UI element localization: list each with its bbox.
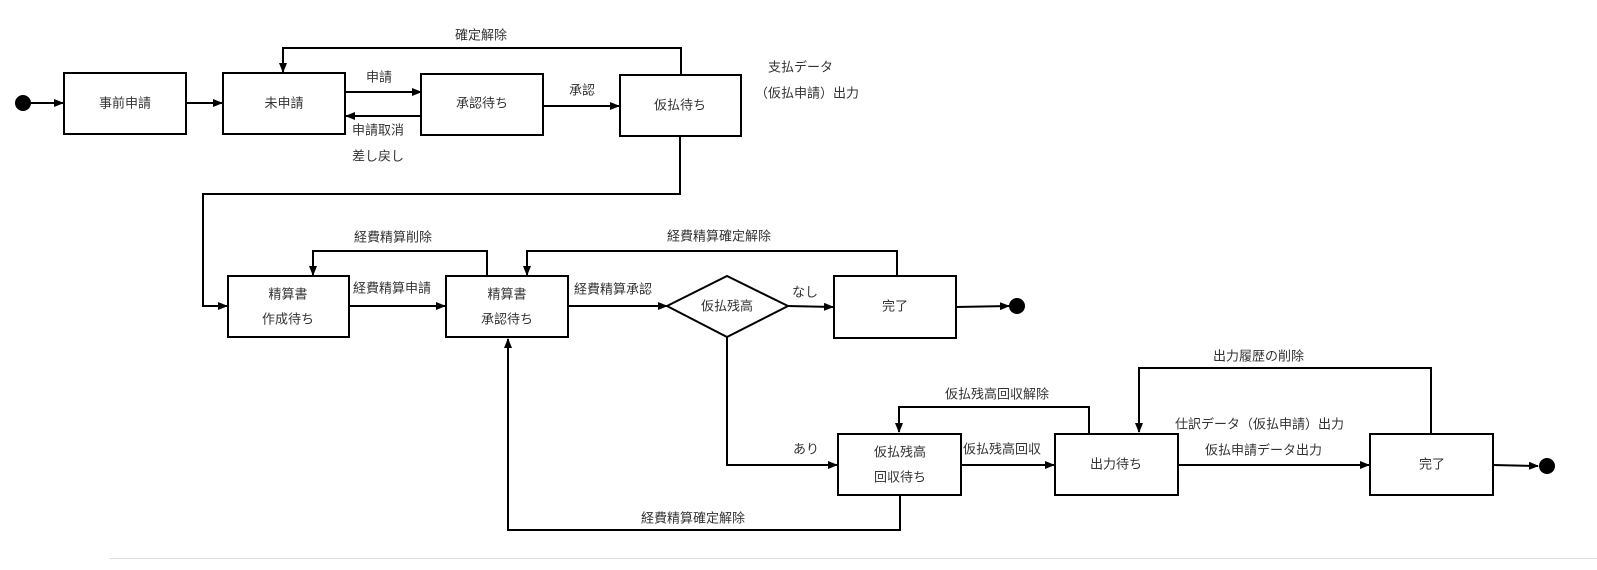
edge-label-output-history-delete: 出力履歴の削除 [1213, 350, 1304, 365]
edge-label-balance-recovery-cancel: 仮払残高回収解除 [945, 387, 1049, 403]
node-advance-balance-awaiting-recovery[interactable]: 仮払残高 回収待ち [837, 433, 962, 496]
edge-label-expense-confirm-cancel-bottom: 経費精算確定解除 [641, 511, 745, 527]
node-label-line1: 仮払残高 [874, 445, 926, 461]
node-label: 承認待ち [456, 96, 508, 112]
edge-complete-2-to-end [1492, 461, 1539, 470]
edge-label-expense-approve: 経費精算承認 [574, 282, 652, 298]
node-complete-2[interactable]: 完了 [1369, 433, 1494, 496]
node-not-applied[interactable]: 未申請 [222, 72, 346, 135]
node-label-line2: 回収待ち [874, 471, 926, 486]
edge-label-expense-apply: 経費精算申請 [353, 282, 431, 297]
node-label: 完了 [882, 300, 908, 315]
edge-balance-recovery-cancel [895, 406, 1090, 434]
edge-exists [726, 337, 838, 469]
edge-label-balance-recovery: 仮払残高回収 [963, 442, 1041, 458]
edge-expense-confirm-cancel-bottom [504, 338, 901, 531]
annotation-payment-data: 支払データ [768, 60, 833, 76]
edge-label-advance-application-data-output: 仮払申請データ出力 [1205, 443, 1322, 459]
edge-expense-confirm-cancel-top [523, 250, 898, 276]
node-settlement-awaiting-creation[interactable]: 精算書 作成待ち [227, 275, 350, 338]
edge-none [787, 302, 834, 311]
node-awaiting-advance-payment[interactable]: 仮払待ち [619, 74, 742, 137]
node-settlement-awaiting-approval[interactable]: 精算書 承認待ち [445, 275, 569, 338]
edge-label-none: なし [792, 286, 818, 301]
edge-advance-to-settlement [202, 136, 681, 310]
node-label-line1: 精算書 [268, 288, 307, 303]
node-awaiting-approval[interactable]: 承認待ち [420, 73, 544, 136]
edge-label-confirm-cancel: 確定解除 [455, 28, 507, 44]
annotation-payment-data-output: （仮払申請）出力 [755, 87, 859, 102]
node-label: 仮払待ち [654, 99, 706, 114]
node-label: 出力待ち [1090, 458, 1142, 473]
end-node-2 [1539, 458, 1555, 474]
edge-label-expense-delete: 経費精算削除 [354, 231, 432, 246]
node-label: 完了 [1419, 458, 1445, 473]
node-complete-1[interactable]: 完了 [833, 275, 957, 339]
bottom-divider [110, 558, 1597, 559]
edge-label-apply-cancel: 申請取消 [352, 124, 404, 139]
edge-label-apply: 申請 [366, 71, 392, 86]
start-node [15, 95, 31, 111]
edge-label-approve: 承認 [569, 83, 595, 99]
end-node-1 [1009, 298, 1025, 314]
node-label-line1: 精算書 [487, 288, 526, 303]
node-advance-balance-decision[interactable]: 仮払残高 [664, 274, 791, 339]
edge-label-expense-confirm-cancel-top: 経費精算確定解除 [667, 229, 771, 245]
node-label: 事前申請 [99, 96, 151, 112]
node-label-line2: 作成待ち [262, 313, 314, 328]
edge-label-journal-data-output: 仕訳データ（仮払申請）出力 [1175, 417, 1344, 433]
node-label: 未申請 [264, 97, 303, 112]
node-pre-application[interactable]: 事前申請 [63, 72, 187, 135]
node-label-line2: 承認待ち [481, 312, 533, 328]
edge-label-send-back: 差し戻し [352, 150, 404, 165]
edge-label-exists: あり [793, 443, 819, 458]
edge-output-history-delete [1135, 367, 1432, 434]
edge-complete-1-to-end [955, 302, 1010, 311]
node-label: 仮払残高 [701, 299, 753, 315]
edge-expense-delete [309, 250, 488, 276]
edge-confirm-cancel [279, 47, 682, 74]
node-awaiting-output[interactable]: 出力待ち [1054, 433, 1179, 496]
